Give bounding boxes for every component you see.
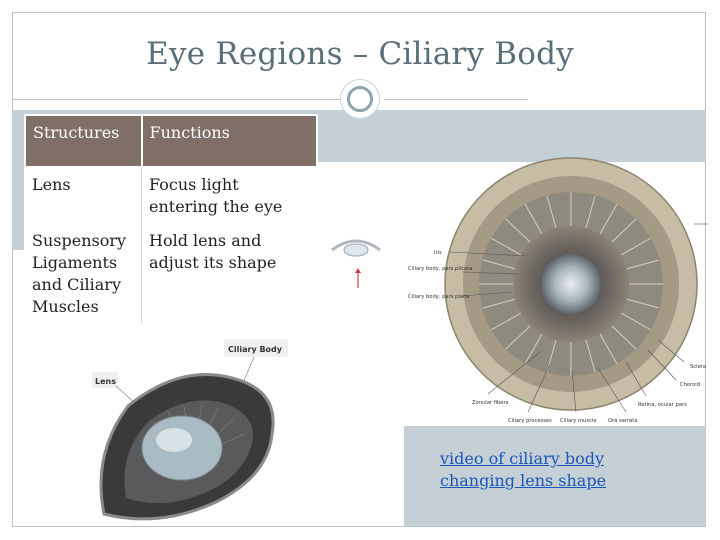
title-circle-ornament: [340, 79, 380, 119]
slide-title: Eye Regions – Ciliary Body: [146, 36, 574, 72]
title-rule-left: [12, 99, 340, 100]
ciliary-body-anatomy-figure: Iris Ciliary body, pars plicata Ciliary …: [408, 157, 708, 424]
label-retina: Retina, ocular pars: [638, 402, 687, 408]
lens-disc: [541, 254, 601, 314]
lens-dissection-photo: Ciliary Body Lens: [92, 339, 288, 521]
label-ora-serrata: Ora serrata: [608, 418, 638, 424]
cell-function: Hold lens and adjust its shape: [141, 224, 317, 324]
bottom-right-band: [404, 426, 706, 526]
label-sclera: Sclera: [690, 364, 706, 370]
label-pars-plicata: Ciliary body, pars plicata: [408, 266, 472, 272]
video-link[interactable]: video of ciliary body changing lens shap…: [440, 449, 607, 490]
table-row: Lens Focus light entering the eye: [25, 167, 317, 224]
structures-table: Structures Functions Lens Focus light en…: [24, 114, 318, 324]
label-ciliary-body: Ciliary Body: [228, 345, 283, 354]
slide-frame: [12, 12, 706, 527]
lens-highlight: [156, 428, 192, 452]
label-choroid: Choroid: [680, 382, 700, 388]
header-structures: Structures: [24, 114, 143, 168]
lens-label-box: [92, 372, 118, 388]
left-band: [12, 110, 24, 250]
cell-structure: Lens: [25, 167, 142, 224]
cell-structure: Suspensory Ligaments and Ciliary Muscles: [25, 224, 142, 324]
label-ciliary-muscle: Ciliary muscle: [560, 418, 597, 424]
ciliary-body-label-box: [224, 339, 288, 357]
label-zonular-fibers: Zonular fibers: [472, 400, 509, 406]
label-iris: Iris: [434, 250, 442, 256]
header-functions: Functions: [140, 114, 318, 168]
ciliary-processes-lines: [479, 192, 663, 376]
table-header-row: Structures Functions: [24, 114, 318, 168]
title-rule-right: [384, 99, 528, 100]
lens-cross-section-diagram: [331, 239, 381, 288]
label-lens: Lens: [95, 377, 116, 386]
cell-function: Focus light entering the eye: [141, 167, 317, 224]
table-row: Suspensory Ligaments and Ciliary Muscles…: [25, 224, 317, 324]
label-ciliary-processes: Ciliary processes: [508, 418, 552, 424]
label-pars-plana: Ciliary body, pars plana: [408, 294, 469, 300]
